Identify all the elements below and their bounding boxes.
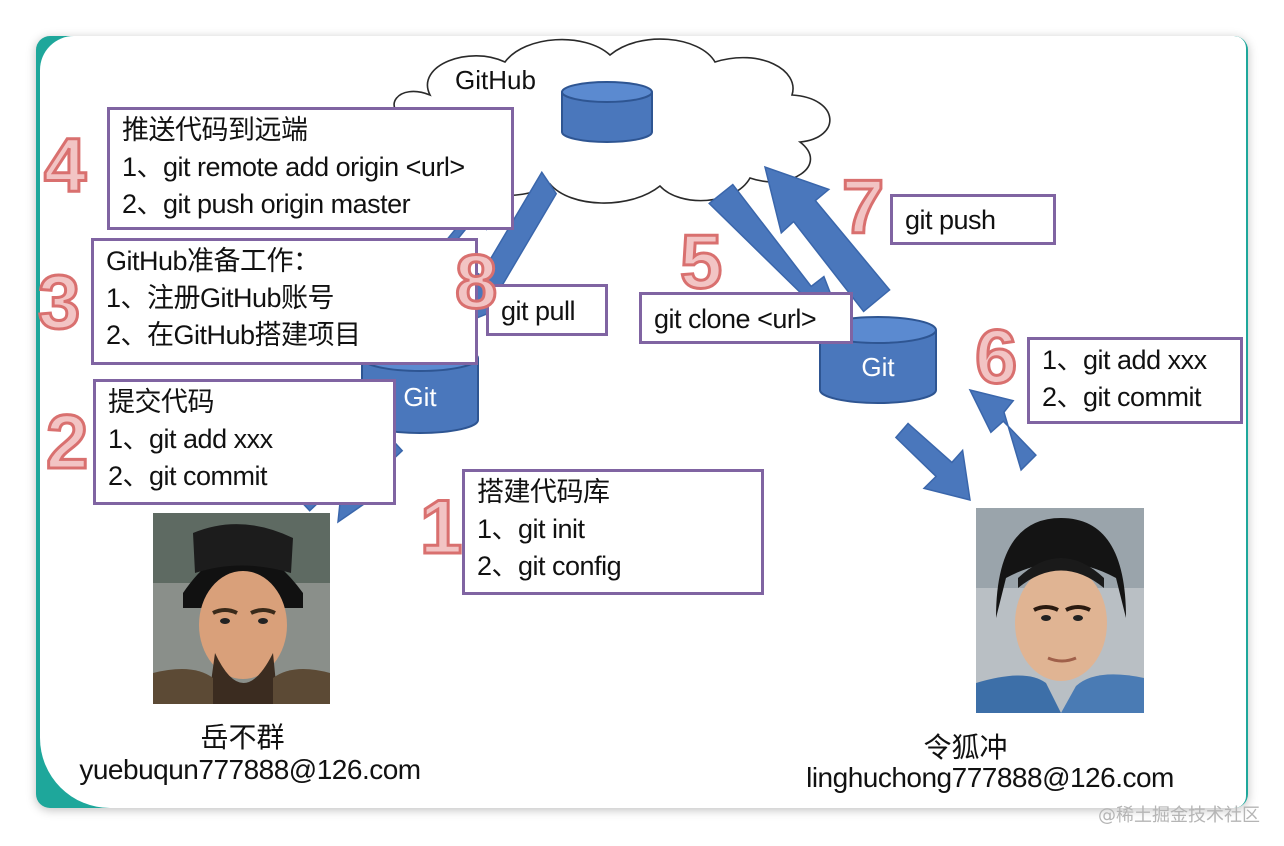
- step4-number: 4: [42, 123, 87, 208]
- step7-label: git push: [905, 205, 996, 235]
- step1-line2: 2、git config: [477, 551, 622, 581]
- person-left-name: 岳不群: [200, 723, 285, 754]
- step3-box: GitHub准备工作： 1、注册GitHub账号 2、在GitHub搭建项目: [91, 238, 478, 365]
- step6-box: 1、git add xxx 2、git commit: [1027, 337, 1243, 424]
- step1-title: 搭建代码库: [477, 477, 610, 507]
- step2-line2: 2、git commit: [108, 461, 268, 491]
- step3-line1: 1、注册GitHub账号: [106, 283, 335, 313]
- avatar-left: [153, 513, 330, 704]
- step4-box: 推送代码到远端 1、git remote add origin <url> 2、…: [107, 107, 514, 230]
- step5-label: git clone <url>: [654, 304, 817, 334]
- step4-title: 推送代码到远端: [122, 115, 308, 145]
- step7-box: git push: [890, 194, 1056, 245]
- github-label: GitHub: [455, 65, 536, 95]
- step4-line1: 1、git remote add origin <url>: [122, 152, 465, 182]
- arrow-commit-up-right: [968, 388, 1037, 472]
- step2-title: 提交代码: [108, 387, 215, 417]
- step2-box: 提交代码 1、git add xxx 2、git commit: [93, 379, 396, 505]
- git-label-right: Git: [861, 352, 895, 382]
- step6-line1: 1、git add xxx: [1042, 345, 1207, 375]
- person-left-email: yuebuqun777888@126.com: [79, 754, 421, 785]
- step2-line1: 1、git add xxx: [108, 424, 273, 454]
- step4-line2: 2、git push origin master: [122, 189, 411, 219]
- step3-title: GitHub准备工作：: [106, 246, 320, 276]
- git-label-left: Git: [403, 382, 437, 412]
- step5-box: git clone <url>: [639, 292, 853, 344]
- watermark: @稀土掘金技术社区: [1098, 805, 1260, 826]
- step1-number: 1: [418, 485, 463, 570]
- step3-line2: 2、在GitHub搭建项目: [106, 320, 361, 350]
- step7-number: 7: [840, 165, 885, 250]
- step6-number: 6: [973, 315, 1018, 400]
- step8-label: git pull: [501, 296, 576, 326]
- step1-line1: 1、git init: [477, 514, 585, 544]
- step6-line2: 2、git commit: [1042, 382, 1202, 412]
- step8-number: 8: [453, 240, 498, 325]
- step3-number: 3: [36, 260, 81, 345]
- step5-number: 5: [678, 220, 723, 305]
- person-right-name: 令狐冲: [923, 733, 1008, 764]
- avatar-right: [976, 508, 1144, 713]
- step8-box: git pull: [486, 284, 608, 336]
- github-database-icon: [561, 81, 653, 143]
- person-right-email: linghuchong777888@126.com: [806, 762, 1174, 793]
- step1-box: 搭建代码库 1、git init 2、git config: [462, 469, 764, 595]
- step2-number: 2: [44, 400, 89, 485]
- arrow-commit-down-right: [894, 422, 971, 502]
